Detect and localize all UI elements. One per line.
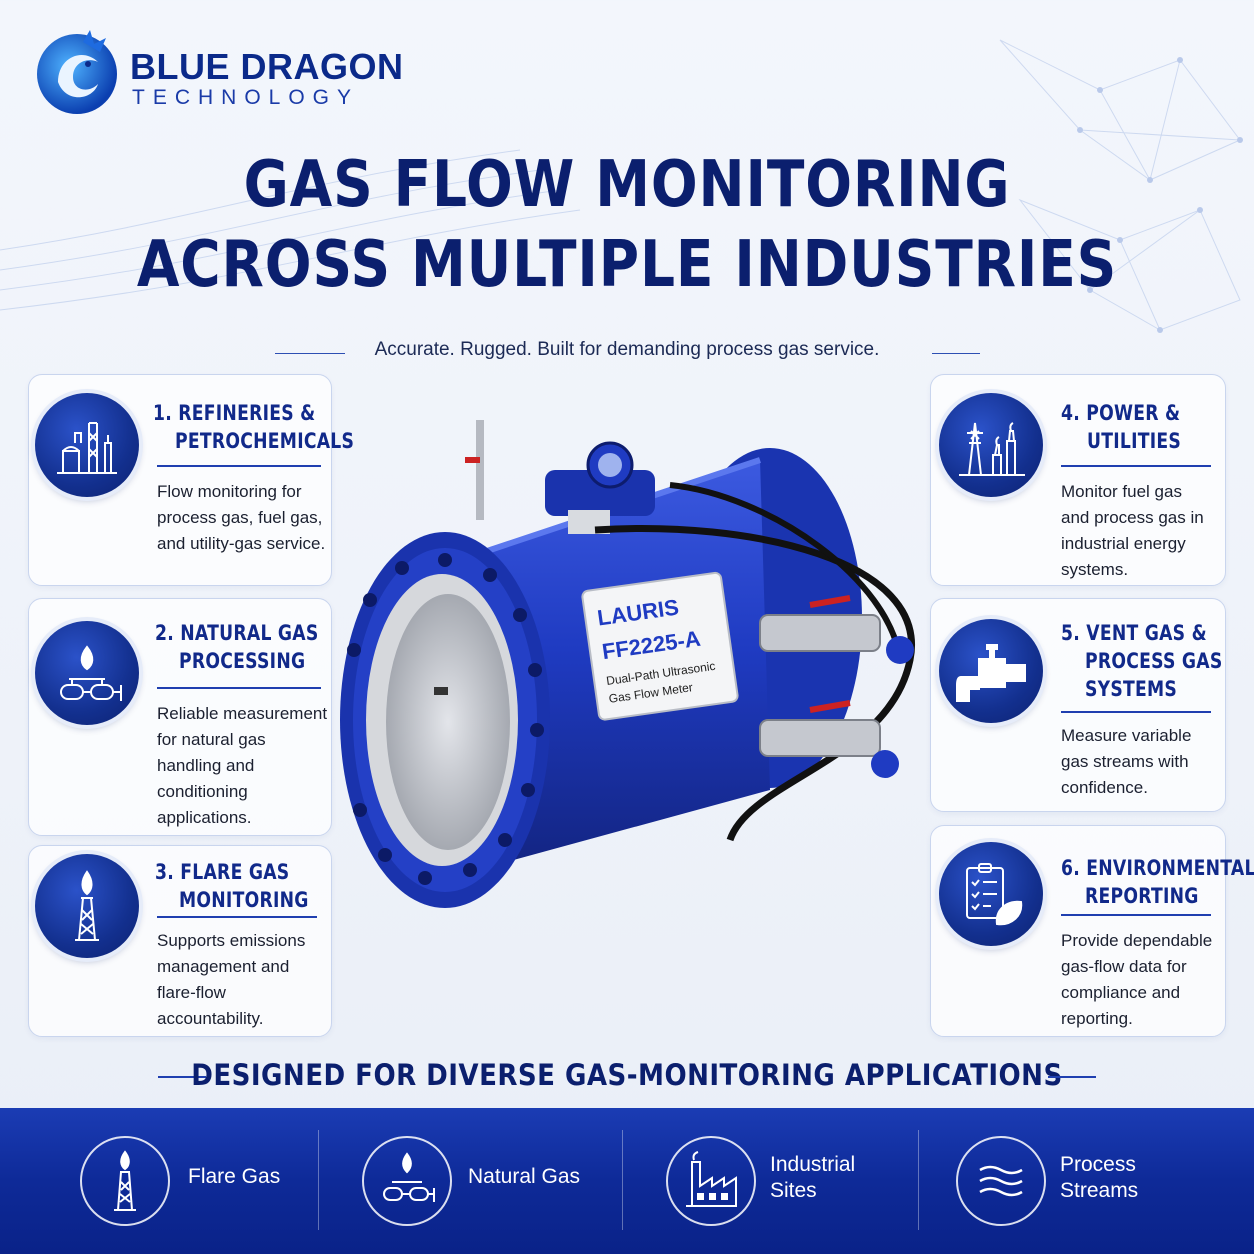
card-title-line-2: PETROCHEMICALS — [175, 429, 355, 453]
applications-band: Flare Gas Natural Gas Industrial Sites — [0, 1108, 1254, 1254]
bottom-title-row: DESIGNED FOR DIVERSE GAS-MONITORING APPL… — [0, 1058, 1254, 1098]
card-divider — [157, 687, 321, 689]
headline-line-2: ACROSS MULTIPLE INDUSTRIES — [136, 228, 1118, 302]
card-environmental: 6. ENVIRONMENTAL REPORTING Provide depen… — [930, 825, 1254, 1037]
card-title-line-2: REPORTING — [1085, 884, 1199, 908]
card-description: Reliable measurement for natural gas han… — [157, 704, 328, 827]
card-description: Monitor fuel gas and process gas in indu… — [1061, 482, 1204, 579]
bottom-title: DESIGNED FOR DIVERSE GAS-MONITORING APPL… — [191, 1058, 1063, 1092]
card-divider — [1061, 914, 1211, 916]
card-divider — [1061, 465, 1211, 467]
band-label-flare-gas: Flare Gas — [188, 1165, 281, 1188]
band-divider — [622, 1130, 623, 1230]
card-power-utilities: 4. POWER & UTILITIES Monitor fuel gas an… — [930, 374, 1226, 586]
card-title-line-1: 2. NATURAL GAS — [155, 621, 319, 645]
gas-processing-icon — [362, 1136, 452, 1226]
card-title-line-1: 5. VENT GAS & — [1061, 621, 1207, 645]
bottom-left-arrow — [158, 1076, 206, 1078]
card-flare-gas: 3. FLARE GAS MONITORING Supports emissio… — [28, 845, 332, 1037]
band-label-natural-gas: Natural Gas — [468, 1165, 581, 1188]
tagline-row: Accurate. Rugged. Built for demanding pr… — [0, 339, 1254, 369]
page-headline: GAS FLOW MONITORING ACROSS MULTIPLE INDU… — [88, 145, 1166, 305]
band-divider — [918, 1130, 919, 1230]
headline-line-1: GAS FLOW MONITORING — [243, 148, 1011, 222]
card-natural-gas: 2. NATURAL GAS PROCESSING Reliable measu… — [28, 598, 332, 836]
factory-icon — [666, 1136, 756, 1226]
card-divider — [1061, 711, 1211, 713]
tagline: Accurate. Rugged. Built for demanding pr… — [374, 339, 880, 360]
band-label-process-streams: Process Streams — [1060, 1153, 1139, 1202]
tagline-left-rule — [275, 353, 345, 354]
gas-processing-icon — [35, 621, 139, 725]
card-title-line-2: MONITORING — [179, 888, 309, 912]
card-description: Supports emissions management and flare-… — [157, 931, 306, 1028]
power-plant-icon — [939, 393, 1043, 497]
refinery-icon — [35, 393, 139, 497]
flow-meter-illustration: LAURIS FF2225-A Dual-Path Ultrasonic Gas… — [340, 420, 916, 908]
card-title-line-3: SYSTEMS — [1085, 677, 1178, 701]
card-title-line-1: 1. REFINERIES & — [153, 401, 316, 425]
dragon-logo-icon — [37, 30, 117, 114]
waves-icon — [956, 1136, 1046, 1226]
card-title-line-2: PROCESSING — [179, 649, 306, 673]
brand-subtitle: TECHNOLOGY — [132, 86, 360, 109]
card-title-line-1: 4. POWER & — [1061, 401, 1181, 425]
card-description: Provide dependable gas-flow data for com… — [1061, 931, 1213, 1028]
band-divider — [318, 1130, 319, 1230]
brand-logo: BLUE DRAGON TECHNOLOGY — [28, 22, 428, 132]
brand-name: BLUE DRAGON — [130, 46, 404, 87]
card-divider — [157, 465, 321, 467]
tagline-right-rule — [932, 353, 980, 354]
band-label-industrial-sites: Industrial Sites — [770, 1153, 856, 1202]
card-title-line-2: PROCESS GAS — [1085, 649, 1223, 673]
card-description: Measure variable gas streams with confid… — [1061, 726, 1192, 797]
card-divider — [157, 916, 317, 918]
checklist-leaf-icon — [939, 842, 1043, 946]
card-title-line-1: 3. FLARE GAS — [155, 860, 290, 884]
flare-stack-icon — [35, 854, 139, 958]
bottom-right-arrow — [1048, 1076, 1096, 1078]
card-refineries: 1. REFINERIES & PETROCHEMICALS Flow moni… — [28, 374, 354, 586]
card-title-line-2: UTILITIES — [1087, 429, 1182, 453]
card-vent-gas: 5. VENT GAS & PROCESS GAS SYSTEMS Measur… — [930, 598, 1226, 812]
card-title-line-1: 6. ENVIRONMENTAL — [1061, 856, 1254, 880]
pipe-valve-icon — [939, 619, 1043, 723]
card-description: Flow monitoring for process gas, fuel ga… — [157, 482, 326, 553]
flare-stack-icon — [80, 1136, 170, 1226]
